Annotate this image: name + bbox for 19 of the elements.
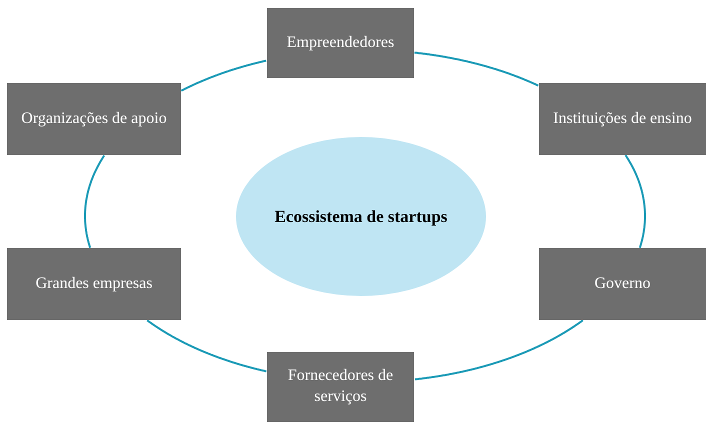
stakeholder-box bbox=[7, 83, 181, 155]
node-label: Grandes empresas bbox=[36, 274, 152, 294]
ring-arc-line bbox=[84, 154, 106, 248]
ring-arc-line bbox=[414, 52, 539, 87]
node-label: Governo bbox=[594, 274, 650, 294]
node-label: Organizações de apoio bbox=[21, 108, 167, 129]
node-label: Empreendedores bbox=[286, 32, 394, 53]
ring-arc-line bbox=[180, 60, 266, 92]
stakeholder-box bbox=[267, 8, 414, 78]
node-label: Ecossistema de startups bbox=[274, 206, 448, 226]
ring-arc-line bbox=[414, 319, 584, 380]
stakeholder-box bbox=[539, 248, 706, 320]
stakeholder-box bbox=[7, 248, 181, 320]
node-label: Fornecedores de serviços bbox=[286, 366, 394, 407]
node-label: Instituições de ensino bbox=[553, 108, 692, 129]
ring-arc-line bbox=[624, 154, 646, 248]
stakeholder-box bbox=[267, 352, 414, 422]
stakeholder-box bbox=[539, 83, 706, 155]
ring-arc-line bbox=[146, 319, 267, 372]
